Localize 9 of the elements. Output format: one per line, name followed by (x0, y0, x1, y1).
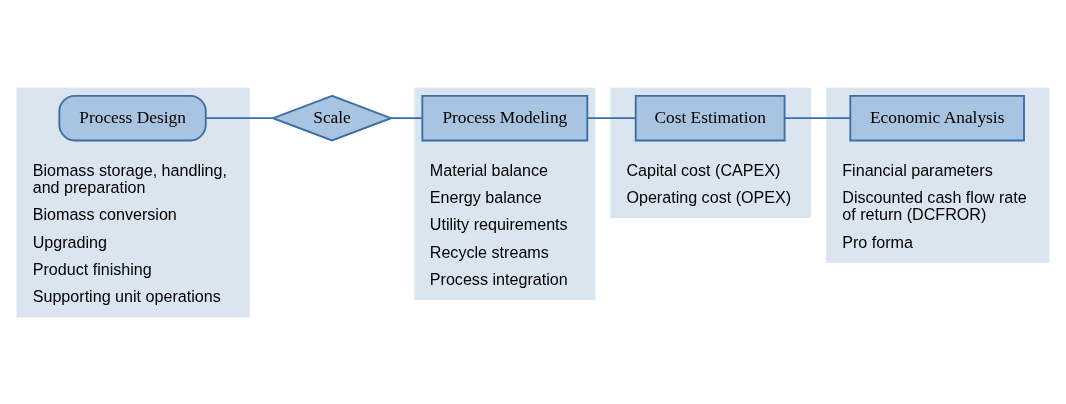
connector (390, 116, 423, 119)
connector (586, 116, 637, 119)
node-box: Cost Estimation (634, 94, 786, 141)
node-diamond: Scale (270, 94, 394, 141)
connector (784, 116, 852, 119)
node-box: Economic Analysis (849, 94, 1025, 141)
node-box: Process Design (58, 94, 207, 141)
node-box: Process Modeling (421, 94, 589, 141)
connector (205, 116, 274, 119)
